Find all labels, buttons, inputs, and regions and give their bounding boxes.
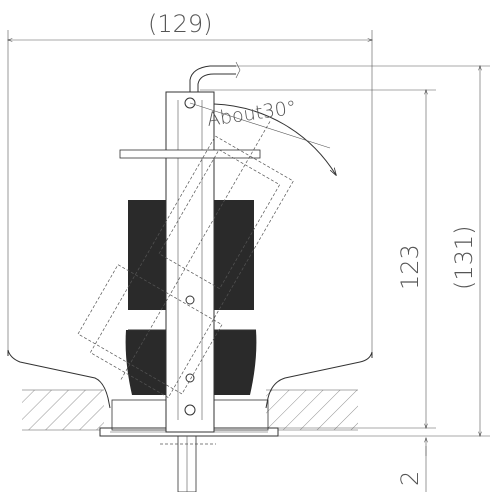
- overall-height-dimension-label: (131): [450, 225, 478, 290]
- lamp-housing: [125, 200, 257, 395]
- height-dimension-label: 123: [396, 244, 424, 290]
- ceiling-slab-right: [262, 389, 358, 431]
- tilted-lamp-outline: [77, 121, 294, 399]
- cable: [160, 435, 216, 492]
- tilt-angle-label: About30°: [206, 97, 298, 131]
- gap-dimension-label: 2: [396, 471, 424, 486]
- extension-lines: [200, 65, 490, 437]
- width-dimension: [8, 30, 372, 352]
- angle-indicator: [189, 102, 336, 175]
- ceiling-slab-left: [22, 389, 108, 431]
- reflector-trim: [7, 349, 373, 409]
- width-dimension-label: (129): [148, 10, 213, 38]
